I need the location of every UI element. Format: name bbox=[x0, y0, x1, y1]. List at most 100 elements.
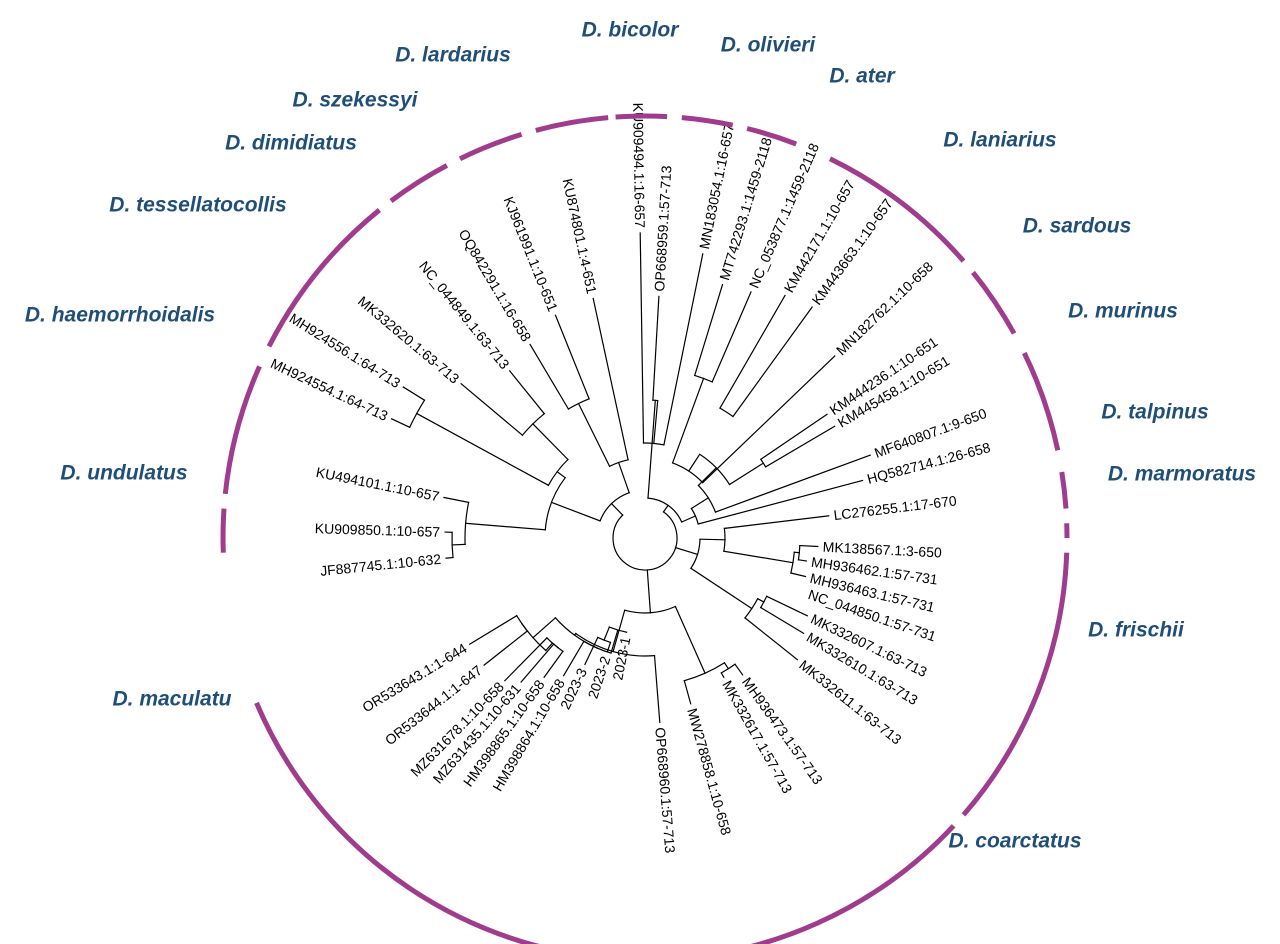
tree-branch bbox=[532, 423, 569, 461]
species-label: D. ater bbox=[829, 65, 896, 88]
tree-branch bbox=[690, 496, 710, 510]
species-label: D. talpinus bbox=[1101, 401, 1208, 424]
tree-branch bbox=[728, 462, 765, 486]
clade-arc bbox=[746, 126, 798, 147]
species-label: D. olivieri bbox=[721, 34, 817, 57]
species-label: D. szekessyi bbox=[293, 89, 419, 112]
species-label: D. bicolor bbox=[582, 19, 681, 42]
tree-branch bbox=[719, 294, 786, 409]
tree-branch bbox=[556, 470, 567, 479]
species-label: D. laniarius bbox=[943, 129, 1056, 152]
tree-branch bbox=[468, 614, 518, 646]
tree-branch bbox=[680, 515, 697, 523]
tree-branch bbox=[573, 632, 577, 637]
leaf-label: OR533643.1:1-644 bbox=[359, 640, 469, 715]
species-label: D. marmoratus bbox=[1108, 463, 1256, 486]
clade-arc bbox=[220, 508, 227, 553]
species-label: D. haemorrhoidalis bbox=[25, 304, 215, 327]
tree-branch bbox=[544, 642, 554, 652]
tree-branch bbox=[693, 283, 724, 377]
tree-branch bbox=[734, 663, 744, 676]
tree-branch bbox=[652, 295, 660, 401]
tree-branch bbox=[671, 377, 705, 464]
tree-branch bbox=[554, 314, 590, 400]
tree-branch bbox=[759, 606, 805, 635]
tree-branch bbox=[390, 418, 411, 429]
tree-branch bbox=[508, 370, 546, 415]
species-label: D. frischii bbox=[1088, 619, 1185, 642]
clade-arc bbox=[681, 115, 734, 128]
tree-branch bbox=[723, 661, 730, 670]
clade-arc bbox=[1022, 351, 1061, 451]
tree-branch bbox=[723, 515, 830, 530]
tree-branch bbox=[646, 569, 652, 614]
tree-branch bbox=[687, 453, 701, 472]
tree-branch bbox=[532, 616, 557, 639]
tree-branch bbox=[610, 502, 624, 516]
tree-branch bbox=[402, 386, 426, 402]
leaf-label: LC276255.1:17-670 bbox=[833, 492, 958, 523]
species-label: D. sardous bbox=[1023, 215, 1132, 238]
tree-branch bbox=[520, 643, 555, 683]
clade-arc bbox=[222, 365, 262, 495]
leaf-label: MW278858.1:10-658 bbox=[684, 706, 734, 837]
tree-branch bbox=[714, 454, 871, 513]
leaf-label: 2023-1 bbox=[609, 635, 633, 681]
tree-branch bbox=[697, 466, 718, 487]
tree-node-arc bbox=[719, 407, 734, 418]
tree-branch bbox=[464, 522, 546, 531]
tree-branch bbox=[584, 636, 599, 666]
tree-branch bbox=[445, 556, 454, 559]
tree-branch bbox=[701, 355, 836, 484]
species-label: D. maculatu bbox=[112, 688, 231, 711]
tree-branch bbox=[720, 672, 725, 679]
tree-branch bbox=[639, 232, 645, 444]
tree-branch bbox=[451, 543, 466, 546]
clade-arc bbox=[254, 701, 540, 944]
clade-arc bbox=[458, 132, 523, 161]
clade-arc bbox=[389, 163, 449, 203]
clade-arc bbox=[535, 115, 609, 133]
tree-branch bbox=[577, 402, 611, 468]
tree-branch bbox=[543, 650, 564, 679]
tree-branch bbox=[617, 461, 630, 494]
tree-node-arc bbox=[612, 511, 678, 571]
tree-branch bbox=[653, 654, 661, 724]
tree-branch bbox=[603, 626, 611, 641]
tree-branch bbox=[697, 479, 864, 525]
species-label: D. lardarius bbox=[395, 44, 511, 67]
tree-branch bbox=[663, 253, 704, 446]
species-label: D. tessellatocollis bbox=[109, 194, 286, 217]
tree-branch bbox=[612, 609, 626, 653]
leaf-label: KU909494.1:16-657 bbox=[630, 103, 648, 229]
tree-branch bbox=[529, 343, 570, 410]
tree-branch bbox=[797, 559, 808, 562]
leaf-label: KM443663.1:10-657 bbox=[809, 195, 896, 307]
tree-branch bbox=[744, 617, 799, 661]
clade-arc bbox=[750, 824, 956, 944]
tree-branch bbox=[683, 679, 692, 705]
clade-arc bbox=[971, 270, 1017, 335]
leaf-label: JF887745.1:10-632 bbox=[319, 551, 442, 579]
tree-branch bbox=[647, 399, 656, 499]
tree-branch bbox=[592, 297, 629, 461]
species-labels: D. bicolor D. olivieri D. ater D. laniarius… bbox=[25, 19, 1256, 853]
species-label: D. dimidiatus bbox=[225, 132, 357, 155]
tree-branch bbox=[732, 306, 813, 418]
leaf-label: KU874801.1:4-651 bbox=[560, 177, 601, 295]
leaf-label: KU494101.1:10-657 bbox=[315, 464, 441, 504]
tree-branch bbox=[662, 504, 669, 513]
tree-branch bbox=[799, 544, 819, 548]
tree-branch bbox=[756, 597, 765, 603]
tree-branch bbox=[793, 551, 800, 554]
clade-arc bbox=[828, 156, 966, 263]
tree-branch bbox=[610, 629, 619, 654]
leaf-label: OP668960.1:57-713 bbox=[652, 727, 678, 854]
tree-branch bbox=[562, 640, 585, 677]
tree-branch bbox=[790, 572, 807, 578]
clade-arc bbox=[1059, 471, 1069, 509]
leaf-label: KU909850.1:10-657 bbox=[315, 520, 441, 540]
clade-arc bbox=[615, 113, 668, 120]
tree-branch bbox=[483, 630, 529, 666]
